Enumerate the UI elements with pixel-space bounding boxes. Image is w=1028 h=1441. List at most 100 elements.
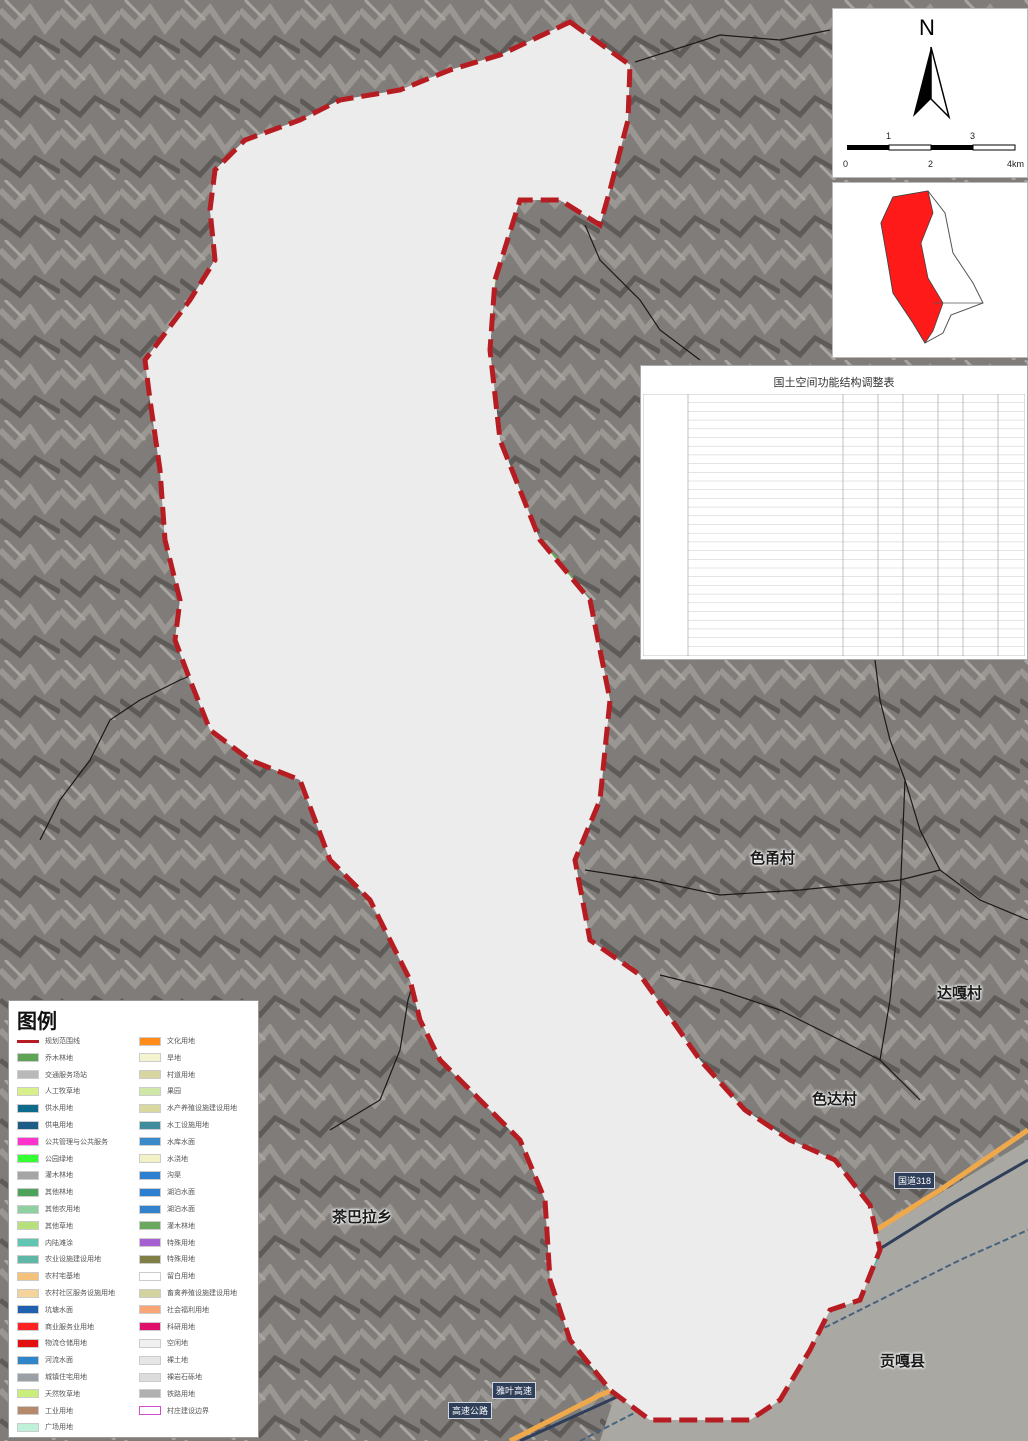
legend-title: 图例 [17, 1009, 57, 1033]
legend-item: 内陆滩涂 [17, 1237, 73, 1249]
table-grid [643, 394, 1025, 656]
legend-label: 裸岩石砾地 [167, 1374, 202, 1381]
legend-label: 供水用地 [45, 1105, 73, 1113]
legend-item: 科研用地 [139, 1321, 195, 1333]
legend-swatch [139, 1120, 161, 1130]
legend-item: 果园 [139, 1085, 181, 1097]
legend-label: 沟渠 [167, 1172, 181, 1180]
legend-swatch [17, 1422, 39, 1432]
legend-item: 乔木林地 [17, 1052, 73, 1064]
legend-swatch [139, 1204, 161, 1214]
legend-swatch [17, 1238, 39, 1248]
place-label-seyong: 色甬村 [750, 849, 796, 867]
legend-swatch [139, 1086, 161, 1096]
legend-label: 工业用地 [45, 1407, 73, 1415]
legend-swatch [17, 1355, 39, 1365]
legend-label: 物流仓储用地 [45, 1340, 87, 1348]
legend-label: 交通服务场站 [45, 1071, 87, 1079]
legend-swatch [17, 1372, 39, 1382]
legend-swatch [139, 1070, 161, 1080]
legend-label: 旱地 [167, 1054, 181, 1062]
admin-boundaries [39, 29, 1028, 1131]
legend-swatch [17, 1271, 39, 1281]
legend-label: 农村社区服务设施用地 [45, 1290, 115, 1297]
scale-tick-0: 0 [843, 159, 849, 169]
legend-item: 农业设施建设用地 [17, 1253, 101, 1265]
legend-label: 内陆滩涂 [45, 1239, 73, 1247]
legend-label: 规划范围线 [45, 1038, 80, 1045]
legend-swatch [17, 1137, 39, 1147]
legend-item: 商业服务业用地 [17, 1321, 94, 1333]
place-label-seda: 色达村 [812, 1090, 858, 1108]
legend-label: 水工设施用地 [167, 1122, 209, 1129]
table-title: 国土空间功能结构调整表 [773, 377, 895, 389]
legend-swatch [17, 1389, 39, 1399]
place-label-gongga: 贡嘎县 [880, 1352, 926, 1370]
legend-item: 留白用地 [139, 1270, 195, 1282]
legend-label: 裸土地 [167, 1357, 188, 1365]
legend-label: 铁路用地 [167, 1390, 195, 1398]
legend-label: 乔木林地 [45, 1054, 73, 1062]
legend-swatch [17, 1039, 39, 1043]
legend-item: 社会福利用地 [139, 1304, 209, 1316]
legend-swatch [17, 1154, 39, 1164]
legend-label: 社会福利用地 [167, 1306, 209, 1314]
legend-label: 公园绿地 [45, 1155, 73, 1163]
legend-swatch [17, 1305, 39, 1315]
legend-label: 河流水面 [45, 1357, 73, 1365]
legend-item: 农村社区服务设施用地 [17, 1287, 115, 1299]
legend-item: 村道用地 [139, 1069, 195, 1081]
legend-swatch [139, 1406, 161, 1416]
legend-item: 广场用地 [17, 1421, 73, 1433]
legend-swatch [139, 1322, 161, 1332]
legend-label: 农村宅基地 [45, 1273, 80, 1281]
legend-swatch [139, 1288, 161, 1298]
legend-swatch [139, 1305, 161, 1315]
legend-swatch [17, 1406, 39, 1416]
legend-item: 灌木林地 [17, 1169, 73, 1181]
legend-label: 供电用地 [45, 1122, 73, 1129]
legend-item: 裸土地 [139, 1354, 188, 1366]
legend-label: 水库水面 [167, 1138, 195, 1146]
legend-label: 特殊用地 [167, 1256, 195, 1264]
legend-item: 公园绿地 [17, 1153, 73, 1165]
legend-label: 留白用地 [167, 1273, 195, 1281]
legend-item: 灌木林地 [139, 1220, 195, 1232]
legend-swatch [17, 1187, 39, 1197]
north-label: N [919, 15, 935, 40]
scale-tick-4: 4km [1007, 159, 1025, 169]
legend-item: 城镇住宅用地 [17, 1371, 87, 1383]
legend-item: 沟渠 [139, 1169, 181, 1181]
scale-bar [847, 144, 1016, 151]
legend-label: 水浇地 [167, 1155, 188, 1163]
legend-swatch [17, 1170, 39, 1180]
legend-swatch [139, 1372, 161, 1382]
legend-item: 旱地 [139, 1052, 181, 1064]
legend-swatch [139, 1355, 161, 1365]
scale-tick-1: 1 [886, 131, 892, 141]
legend-item: 物流仓储用地 [17, 1337, 87, 1349]
legend-swatch [139, 1338, 161, 1348]
legend-item: 文化用地 [139, 1035, 195, 1047]
legend-swatch [139, 1254, 161, 1264]
legend-swatch [139, 1187, 161, 1197]
legend-swatch [139, 1238, 161, 1248]
legend-label: 特殊用地 [167, 1239, 195, 1247]
legend-swatch [139, 1271, 161, 1281]
legend-item: 水工设施用地 [139, 1119, 209, 1131]
legend-swatch [139, 1137, 161, 1147]
land-use-table: 国土空间功能结构调整表 [640, 365, 1028, 660]
scale-tick-2: 2 [928, 159, 934, 169]
legend-label: 公共管理与公共服务 [45, 1138, 108, 1146]
legend-swatch [17, 1322, 39, 1332]
legend-swatch [139, 1221, 161, 1231]
legend-label: 畜禽养殖设施建设用地 [167, 1290, 237, 1297]
legend-swatch [17, 1053, 39, 1063]
legend-swatch [17, 1338, 39, 1348]
legend-item: 村庄建设边界 [139, 1405, 209, 1417]
legend-swatch [139, 1389, 161, 1399]
legend-item: 规划范围线 [17, 1035, 80, 1047]
legend-swatch [17, 1070, 39, 1080]
road-label-318: 国道318 [894, 1172, 936, 1189]
place-label-dagong: 达嘎村 [937, 984, 983, 1002]
